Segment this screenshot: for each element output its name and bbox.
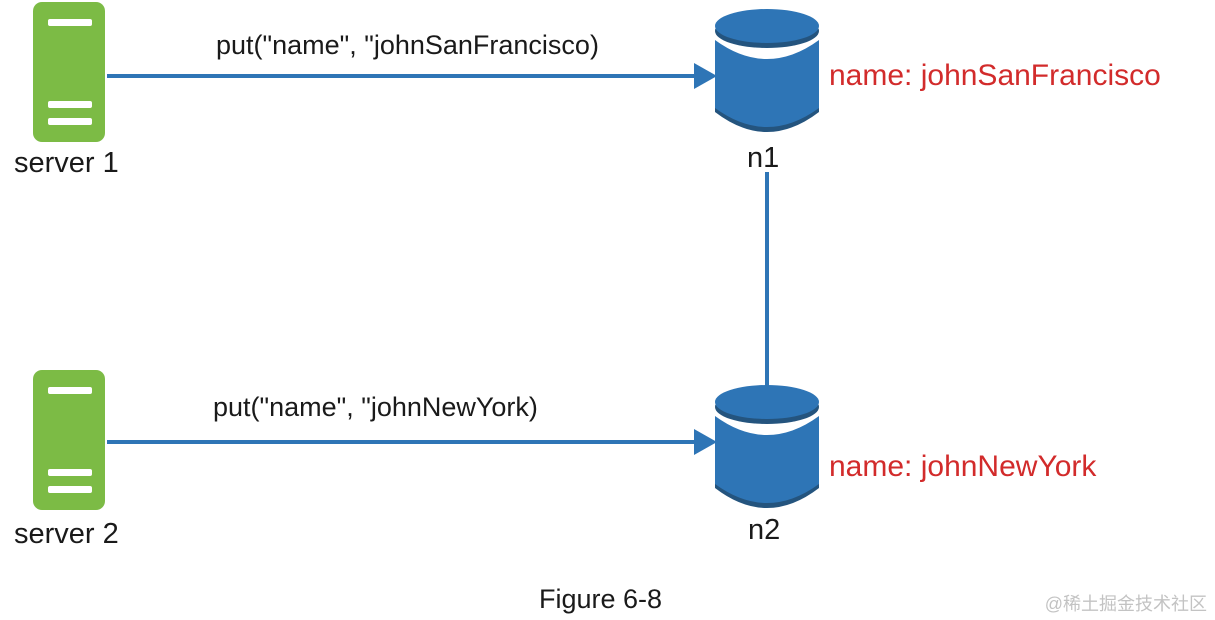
put-operation-label: put("name", "johnSanFrancisco)	[216, 30, 599, 60]
put-arrow	[107, 63, 717, 89]
put-arrow	[107, 429, 717, 455]
server-panel-bar	[48, 101, 92, 108]
server-icon	[33, 370, 105, 510]
server-label: server 1	[14, 147, 119, 179]
put-arrow-head	[694, 429, 717, 455]
node-label: n1	[747, 142, 780, 174]
watermark: @稀土掘金技术社区	[1044, 594, 1207, 614]
database-lid	[715, 385, 819, 419]
database-body	[715, 40, 819, 127]
database-icon	[715, 9, 819, 132]
database-body	[715, 416, 819, 503]
server-panel-bar	[48, 19, 92, 26]
database-lid	[715, 9, 819, 43]
figure-caption: Figure 6-8	[539, 584, 663, 614]
server-label: server 2	[14, 518, 119, 550]
server-panel-bar	[48, 486, 92, 493]
server-icon	[33, 2, 105, 142]
server-panel-bar	[48, 118, 92, 125]
node-label: n2	[748, 514, 781, 546]
server-panel-bar	[48, 469, 92, 476]
node-data-annotation: name: johnSanFrancisco	[829, 59, 1161, 92]
put-operation-label: put("name", "johnNewYork)	[213, 392, 538, 422]
database-icon	[715, 385, 819, 508]
node-data-annotation: name: johnNewYork	[829, 450, 1097, 483]
server-panel-bar	[48, 387, 92, 394]
put-arrow-head	[694, 63, 717, 89]
